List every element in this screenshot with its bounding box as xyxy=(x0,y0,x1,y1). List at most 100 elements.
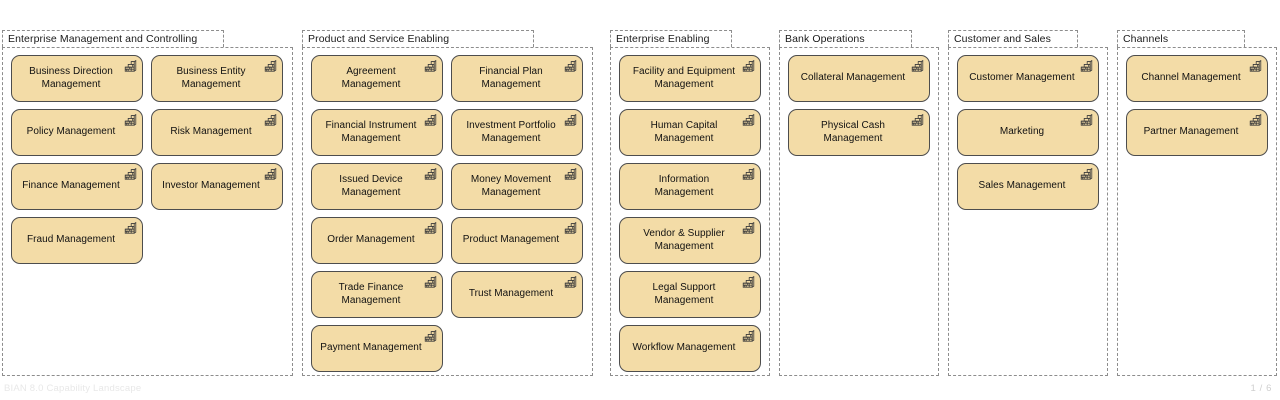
capability-staircase-icon xyxy=(564,114,577,126)
group-body-enterprise-enabling xyxy=(610,47,770,376)
capability-card[interactable]: Marketing xyxy=(957,109,1099,156)
capability-staircase-icon xyxy=(742,114,755,126)
capability-staircase-icon xyxy=(742,330,755,342)
capability-label: Finance Management xyxy=(22,180,120,192)
capability-card[interactable]: Partner Management xyxy=(1126,109,1268,156)
capability-label: Money Movement Management xyxy=(470,174,552,198)
capability-label: Channel Management xyxy=(1141,72,1241,84)
capability-card[interactable]: Legal Support Management xyxy=(619,271,761,318)
capability-card[interactable]: Financial Plan Management xyxy=(451,55,583,102)
group-tab-channels: Channels xyxy=(1117,30,1245,47)
capability-label: Trade Finance Management xyxy=(338,282,404,306)
capability-staircase-icon xyxy=(124,114,137,126)
group-tab-enterprise-enabling: Enterprise Enabling xyxy=(610,30,732,47)
capability-card[interactable]: Facility and Equipment Management xyxy=(619,55,761,102)
footer-title: BIAN 8.0 Capability Landscape xyxy=(4,383,142,394)
page-indicator: 1 / 6 xyxy=(1250,383,1272,394)
capability-label: Partner Management xyxy=(1143,126,1239,138)
capability-label: Risk Management xyxy=(170,126,252,138)
capability-card[interactable]: Finance Management xyxy=(11,163,143,210)
capability-staircase-icon xyxy=(742,60,755,72)
capability-card[interactable]: Business Direction Management xyxy=(11,55,143,102)
capability-label: Issued Device Management xyxy=(339,174,403,198)
group-label-enterprise-enabling: Enterprise Enabling xyxy=(616,32,710,45)
capability-staircase-icon xyxy=(911,60,924,72)
capability-card[interactable]: Channel Management xyxy=(1126,55,1268,102)
group-body-enterprise-management-and-controlling xyxy=(2,47,293,376)
capability-label: Legal Support Management xyxy=(652,282,716,306)
capability-label: Product Management xyxy=(462,234,560,246)
group-label-bank-operations: Bank Operations xyxy=(785,32,865,45)
capability-card[interactable]: Product Management xyxy=(451,217,583,264)
capability-staircase-icon xyxy=(1080,60,1093,72)
capability-card[interactable]: Risk Management xyxy=(151,109,283,156)
capability-card[interactable]: Customer Management xyxy=(957,55,1099,102)
capability-card[interactable]: Money Movement Management xyxy=(451,163,583,210)
group-label-channels: Channels xyxy=(1123,32,1169,45)
capability-card[interactable]: Business Entity Management xyxy=(151,55,283,102)
capability-label: Policy Management xyxy=(26,126,116,138)
capability-card[interactable]: Payment Management xyxy=(311,325,443,372)
capability-label: Order Management xyxy=(327,234,415,246)
capability-card[interactable]: Trust Management xyxy=(451,271,583,318)
capability-card[interactable]: Workflow Management xyxy=(619,325,761,372)
capability-card[interactable]: Investment Portfolio Management xyxy=(451,109,583,156)
group-body-product-and-service-enabling xyxy=(302,47,593,376)
capability-card[interactable]: Issued Device Management xyxy=(311,163,443,210)
capability-label: Collateral Management xyxy=(800,72,906,84)
capability-staircase-icon xyxy=(564,276,577,288)
capability-staircase-icon xyxy=(424,330,437,342)
capability-card[interactable]: Investor Management xyxy=(151,163,283,210)
group-content-enterprise-management-and-controlling: Business Direction Management Business En… xyxy=(2,47,293,376)
capability-staircase-icon xyxy=(264,60,277,72)
capability-card[interactable]: Human Capital Management xyxy=(619,109,761,156)
capability-card[interactable]: Trade Finance Management xyxy=(311,271,443,318)
capability-card[interactable]: Financial Instrument Management xyxy=(311,109,443,156)
capability-label: Information Management xyxy=(654,174,714,198)
capability-staircase-icon xyxy=(264,168,277,180)
capability-card[interactable]: Vendor & Supplier Management xyxy=(619,217,761,264)
capability-label: Marketing xyxy=(999,126,1045,138)
capability-card[interactable]: Collateral Management xyxy=(788,55,930,102)
capability-card[interactable]: Physical Cash Management xyxy=(788,109,930,156)
capability-staircase-icon xyxy=(424,222,437,234)
capability-label: Trust Management xyxy=(468,288,554,300)
capability-card[interactable]: Order Management xyxy=(311,217,443,264)
capability-label: Agreement Management xyxy=(341,66,401,90)
capability-label: Facility and Equipment Management xyxy=(632,66,736,90)
group-tab-product-and-service-enabling: Product and Service Enabling xyxy=(302,30,534,47)
capability-card[interactable]: Policy Management xyxy=(11,109,143,156)
group-label-product-and-service-enabling: Product and Service Enabling xyxy=(308,32,450,45)
capability-card[interactable]: Fraud Management xyxy=(11,217,143,264)
capability-label: Payment Management xyxy=(320,342,422,354)
capability-card[interactable]: Information Management xyxy=(619,163,761,210)
group-tab-customer-and-sales: Customer and Sales xyxy=(948,30,1078,47)
capability-staircase-icon xyxy=(424,168,437,180)
capability-staircase-icon xyxy=(424,276,437,288)
capability-staircase-icon xyxy=(1249,60,1262,72)
capability-card[interactable]: Sales Management xyxy=(957,163,1099,210)
capability-label: Financial Plan Management xyxy=(479,66,543,90)
capability-label: Business Direction Management xyxy=(29,66,113,90)
capability-staircase-icon xyxy=(742,168,755,180)
capability-staircase-icon xyxy=(424,60,437,72)
capability-label: Fraud Management xyxy=(26,234,116,246)
group-tab-enterprise-management-and-controlling: Enterprise Management and Controlling xyxy=(2,30,224,47)
group-body-channels xyxy=(1117,47,1277,376)
capability-label: Physical Cash Management xyxy=(820,120,885,144)
group-body-customer-and-sales xyxy=(948,47,1108,376)
group-label-enterprise-management-and-controlling: Enterprise Management and Controlling xyxy=(8,32,198,45)
capability-card[interactable]: Agreement Management xyxy=(311,55,443,102)
capability-staircase-icon xyxy=(742,276,755,288)
capability-staircase-icon xyxy=(564,222,577,234)
